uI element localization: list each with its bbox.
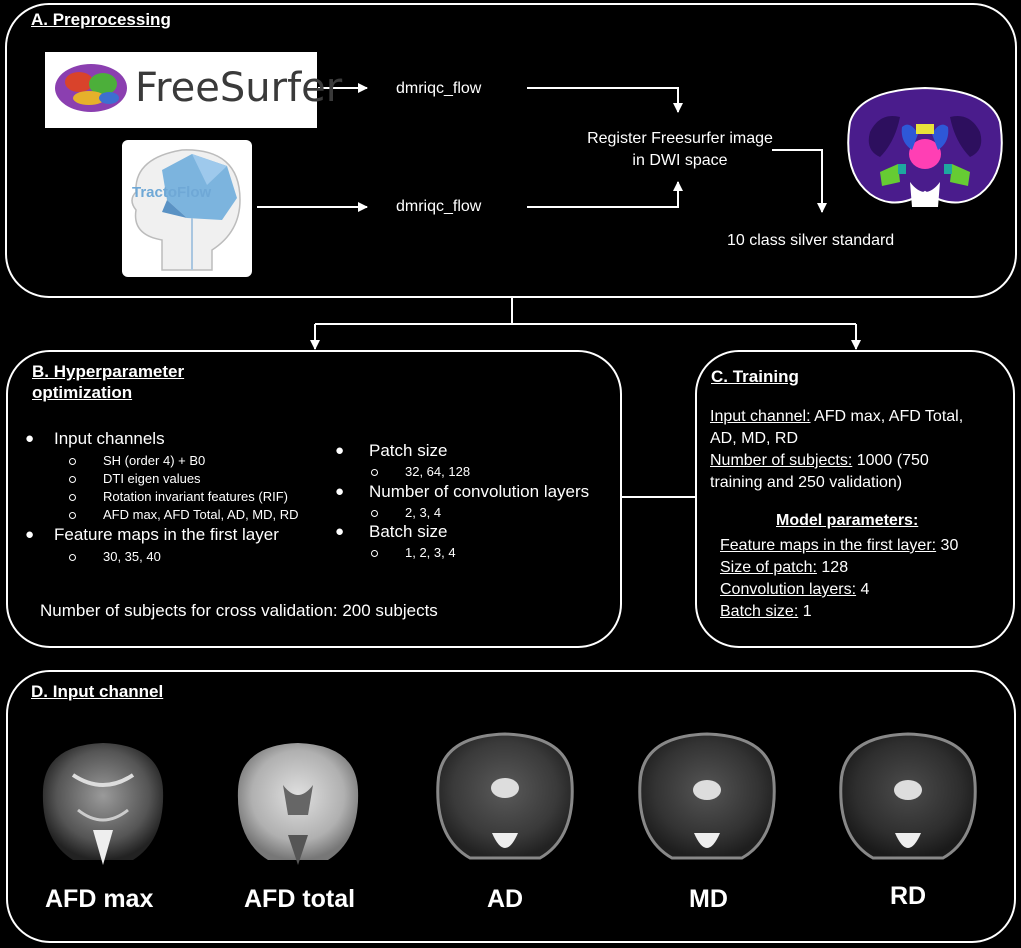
training-title: C. Training [711,367,799,386]
register-step: Register Freesurfer image in DWI space [555,128,805,172]
hyper-left-0-label: Input channels [54,429,165,448]
qc-step-top: dmriqc_flow [396,80,482,97]
channel-label-ad: AD [487,885,524,913]
arrow-qc-top-to-register [527,87,683,113]
tractoflow-logo-text: TractoFlow [132,184,212,201]
bullet-icon: ● [25,430,35,447]
channel-label-rd: RD [890,882,927,910]
param-0-value: 30 [936,537,959,554]
hyper-right-0-item-0: 32, 64, 128 [405,464,471,479]
hyper-left-1-label: Feature maps in the first layer [54,525,279,544]
training-input-label: Input channel: [710,408,811,425]
param-0-label: Feature maps in the first layer: [720,537,937,554]
brain-scan-afd-max [42,743,164,865]
panel-training [695,350,1015,648]
hyper-right-0-label: Patch size [369,441,448,460]
circle-bullet-icon [69,476,76,483]
input-channel-title: D. Input channel [31,682,164,701]
bullet-icon: ● [335,523,345,540]
brain-scan-md [638,732,776,860]
panel-input-channel [6,670,1016,943]
hyper-right-2-item-0: 1, 2, 3, 4 [405,545,456,560]
channel-label-afd-max: AFD max [45,885,154,913]
bullet-icon: ● [335,483,345,500]
circle-bullet-icon [371,469,378,476]
training-input-value-1: AFD max, AFD Total, [810,408,964,425]
freesurfer-logo-text: FreeSurfer [135,65,343,111]
hyper-title: B. Hyperparameter optimization [32,361,184,403]
brain-icon [55,64,127,112]
circle-bullet-icon [69,458,76,465]
head-icon [131,149,241,271]
freesurfer-logo: FreeSurfer [45,52,342,128]
circle-bullet-icon [69,512,76,519]
hyper-footer: Number of subjects for cross validation:… [40,601,438,620]
hyper-left-0-item-2: Rotation invariant features (RIF) [103,489,288,504]
brain-scan-ad [436,732,574,860]
model-parameters: Feature maps in the first layer: 30 Size… [720,535,958,623]
channel-label-afd-total: AFD total [244,885,356,913]
panel-preprocessing [5,3,1017,298]
param-2-value: 4 [856,581,870,598]
param-1-value: 128 [816,559,849,576]
param-2-label: Convolution layers: [720,581,857,598]
silver-standard-label: 10 class silver standard [727,232,895,249]
arrow-qc-bottom-to-register [527,181,683,208]
bullet-icon: ● [25,526,35,543]
tractoflow-logo: TractoFlow [122,140,252,277]
preprocessing-title: A. Preprocessing [31,10,171,29]
hyper-left-0-item-0: SH (order 4) + B0 [103,453,206,468]
hyper-title-line-2: optimization [32,383,133,402]
brain-scan-afd-total [237,743,359,865]
training-subjects-label: Number of subjects: [710,452,853,469]
bullet-icon: ● [335,442,345,459]
brain-scan-rd [839,732,977,860]
register-line-2: in DWI space [632,152,728,169]
param-1-label: Size of patch: [720,559,817,576]
hyper-left-1-item-0: 30, 35, 40 [103,549,161,564]
training-input: Input channel: AFD max, AFD Total, AD, M… [710,406,963,494]
training-input-value-2: AD, MD, RD [710,430,798,447]
qc-step-bottom: dmriqc_flow [396,198,482,215]
model-parameters-heading: Model parameters: [776,512,919,529]
hyper-right-1-item-0: 2, 3, 4 [405,505,442,520]
training-subjects-value-1: 1000 (750 [852,452,929,469]
hyper-right-1-label: Number of convolution layers [369,482,590,501]
arrow-register-to-result [772,149,827,213]
hyper-left-0-item-3: AFD max, AFD Total, AD, MD, RD [103,507,299,522]
hyper-left-0-item-1: DTI eigen values [103,471,201,486]
hyper-right-2-label: Batch size [369,522,448,541]
param-3-label: Batch size: [720,603,799,620]
circle-bullet-icon [371,510,378,517]
param-3-value: 1 [798,603,812,620]
circle-bullet-icon [69,494,76,501]
panel-hyperparameter [6,350,622,648]
register-line-1: Register Freesurfer image [587,130,773,147]
training-subjects-value-2: training and 250 validation) [710,474,903,491]
hyper-title-line-1: B. Hyperparameter [32,362,185,381]
circle-bullet-icon [69,554,76,561]
circle-bullet-icon [371,550,378,557]
parcellation-image [847,86,1003,207]
channel-label-md: MD [689,885,728,913]
